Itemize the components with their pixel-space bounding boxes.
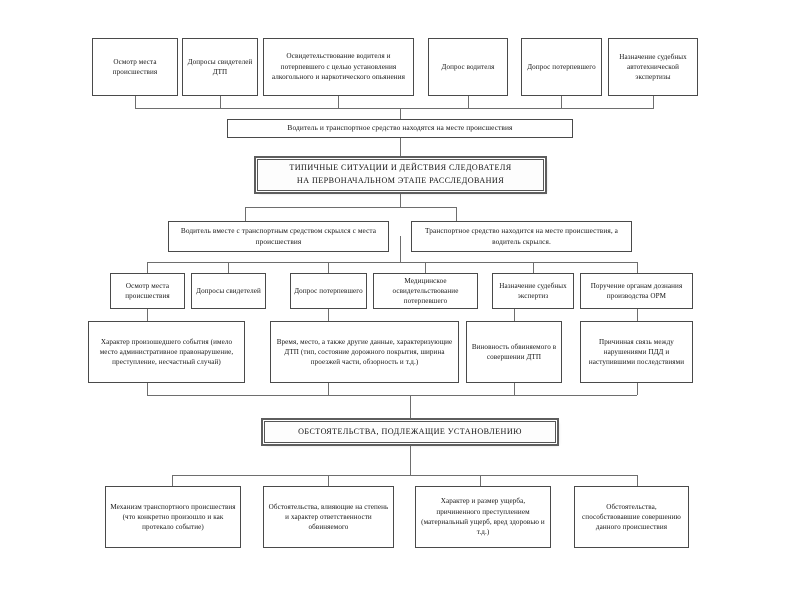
connector-row3-right-drop: [456, 207, 457, 221]
node-label: Допросы свидетелей ДТП: [187, 57, 253, 76]
connector-row1-bus: [135, 108, 654, 109]
node-row1-5: Назначение судебных автотехнической эксп…: [608, 38, 698, 96]
connector-row4-4-to-row5: [514, 309, 515, 321]
connector-row1-3-drop: [468, 96, 469, 108]
node-label: Виновность обвиняемого в совершении ДТП: [471, 342, 557, 361]
connector-row1-4-drop: [561, 96, 562, 108]
headline-line-2: НА ПЕРВОНАЧАЛЬНОМ ЭТАПЕ РАССЛЕДОВАНИЯ: [296, 176, 505, 185]
node-row5-3: Причинная связь между нарушениями ПДД и …: [580, 321, 693, 383]
node-row6-1: Обстоятельства, влияющие на степень и ха…: [263, 486, 394, 548]
connector-row4-2-to-row5: [328, 309, 329, 321]
node-label: Назначение судебных автотехнической эксп…: [619, 52, 687, 82]
connector-row6-0-drop: [172, 475, 173, 486]
connector-row5-0-down: [147, 383, 148, 395]
node-row4-2: Допрос потерпевшего: [290, 273, 367, 309]
node-row3-1: Транспортное средство находится на месте…: [411, 221, 632, 252]
node-label: Допросы свидетелей: [196, 286, 261, 295]
node-label: Поручение органам дознания производства …: [590, 281, 683, 300]
node-label: Транспортное средство находится на месте…: [424, 225, 619, 246]
node-row1-2: Освидетельствование водителя и потерпевш…: [263, 38, 414, 96]
connector-bus-to-row2: [400, 108, 401, 119]
connector-row2-to-title: [400, 138, 401, 159]
connector-row3-to-row4: [400, 236, 401, 262]
headline-typical-situations: ТИПИЧНЫЕ СИТУАЦИИ И ДЕЙСТВИЯ СЛЕДОВАТЕЛЯ…: [257, 159, 544, 191]
connector-row1-5-drop: [653, 96, 654, 108]
connector-row4-0-to-row5: [147, 309, 148, 321]
node-row4-5: Поручение органам дознания производства …: [580, 273, 693, 309]
connector-row4-4-drop: [533, 262, 534, 273]
connector-row3-bus: [245, 207, 456, 208]
connector-row6-bus: [172, 475, 637, 476]
connector-row5-1-down: [328, 383, 329, 395]
connector-row4-5-to-row5: [637, 309, 638, 321]
node-label: Обстоятельства, способствовавшие соверше…: [582, 502, 681, 532]
node-label: Осмотр места происшествия: [125, 281, 170, 300]
node-row4-0: Осмотр места происшествия: [110, 273, 185, 309]
node-label: Механизм транспортного происшествия (что…: [110, 502, 236, 532]
node-row4-4: Назначение судебных экспертиз: [492, 273, 574, 309]
node-label: Допрос потерпевшего: [527, 62, 596, 71]
node-label: Водитель вместе с транспортным средством…: [180, 225, 377, 246]
node-row1-4: Допрос потерпевшего: [521, 38, 602, 96]
connector-row5-2-down: [514, 383, 515, 395]
connector-row4-0-drop: [147, 262, 148, 273]
node-row1-3: Допрос водителя: [428, 38, 508, 96]
node-row6-0: Механизм транспортного происшествия (что…: [105, 486, 241, 548]
node-row5-2: Виновность обвиняемого в совершении ДТП: [466, 321, 562, 383]
node-label: Водитель и транспортное средство находят…: [287, 123, 513, 133]
node-row5-1: Время, место, а также другие данные, хар…: [270, 321, 459, 383]
node-label: Допрос водителя: [441, 62, 495, 71]
node-label: Характер и размер ущерба, причиненного п…: [421, 497, 545, 537]
connector-row6-1-drop: [328, 475, 329, 486]
node-label: Причинная связь между нарушениями ПДД и …: [588, 337, 685, 367]
node-row4-3: Медицинское освидетельствование потерпев…: [373, 273, 478, 309]
headline-circumstances: ОБСТОЯТЕЛЬСТВА, ПОДЛЕЖАЩИЕ УСТАНОВЛЕНИЮ: [264, 421, 556, 443]
connector-row4-2-drop: [328, 262, 329, 273]
headline-line-1: ТИПИЧНЫЕ СИТУАЦИИ И ДЕЙСТВИЯ СЛЕДОВАТЕЛЯ: [289, 163, 512, 173]
node-label: Характер произошедшего события (имело ме…: [99, 337, 234, 367]
connector-row4-3-drop: [425, 262, 426, 273]
node-row5-0: Характер произошедшего события (имело ме…: [88, 321, 245, 383]
connector-row4-1-drop: [228, 262, 229, 273]
node-label: Время, место, а также другие данные, хар…: [276, 337, 453, 367]
node-row2-0: Водитель и транспортное средство находят…: [227, 119, 573, 138]
connector-row4-bus: [147, 262, 637, 263]
node-row1-0: Осмотр места происшествия: [92, 38, 178, 96]
node-row6-3: Обстоятельства, способствовавшие соверше…: [574, 486, 689, 548]
node-row4-1: Допросы свидетелей: [191, 273, 266, 309]
connector-bus-to-headline2: [410, 395, 411, 421]
connector-row4-5-drop: [637, 262, 638, 273]
connector-row6-3-drop: [637, 475, 638, 486]
node-label: Медицинское освидетельствование потерпев…: [392, 276, 459, 306]
connector-row1-2-drop: [338, 96, 339, 108]
connector-row1-0-drop: [135, 96, 136, 108]
node-row3-0: Водитель вместе с транспортным средством…: [168, 221, 389, 252]
connector-headline2-drop: [410, 446, 411, 475]
node-row6-2: Характер и размер ущерба, причиненного п…: [415, 486, 551, 548]
node-label: Освидетельствование водителя и потерпевш…: [271, 52, 406, 82]
node-label: Допрос потерпевшего: [294, 286, 363, 295]
connector-row5-3-down: [637, 383, 638, 395]
connector-title-drop: [400, 194, 401, 207]
node-row1-1: Допросы свидетелей ДТП: [182, 38, 258, 96]
connector-row1-1-drop: [220, 96, 221, 108]
node-label: Осмотр места происшествия: [112, 57, 158, 76]
node-label: Назначение судебных экспертиз: [499, 281, 567, 300]
node-label: Обстоятельства, влияющие на степень и ха…: [268, 502, 389, 532]
connector-row6-2-drop: [480, 475, 481, 486]
connector-row5-collect-bus: [147, 395, 637, 396]
headline-label: ОБСТОЯТЕЛЬСТВА, ПОДЛЕЖАЩИЕ УСТАНОВЛЕНИЮ: [298, 426, 522, 436]
connector-row3-left-drop: [245, 207, 246, 221]
